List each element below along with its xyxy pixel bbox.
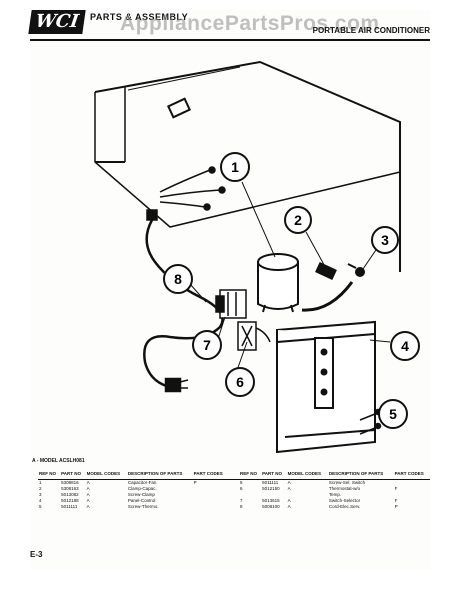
page-header: WCI PARTS & ASSEMBLY AppliancePartsPros.… — [28, 10, 430, 36]
header-ref-no: REF NO — [238, 471, 262, 480]
cell-part: 5012150 — [262, 486, 280, 491]
cell-ref: 3 — [39, 492, 42, 497]
svg-text:6: 6 — [236, 374, 244, 390]
parts-page: WCI PARTS & ASSEMBLY AppliancePartsPros.… — [28, 10, 430, 570]
cell-ref: 7 — [239, 498, 243, 503]
header-model-codes: MODEL CODES — [85, 471, 127, 480]
svg-text:1: 1 — [231, 159, 239, 175]
header-ref-no: REF NO — [38, 471, 61, 480]
cell-model: A — [287, 486, 291, 491]
callout-3: 3 — [371, 226, 399, 254]
header-rule — [30, 39, 430, 41]
cell-ref: 4 — [39, 498, 42, 503]
cell-desc: Temp. — [328, 492, 342, 497]
header-part-no: PART NO — [261, 471, 287, 480]
page-number: E-3 — [30, 550, 43, 559]
wci-logo: WCI — [28, 10, 86, 34]
svg-text:5: 5 — [389, 406, 397, 422]
table-header-row: REF NO PART NO MODEL CODES DESCRIPTION O… — [38, 471, 430, 480]
selector-switch — [215, 289, 247, 319]
cell-code: F — [394, 486, 398, 491]
section-title: PORTABLE AIR CONDITIONER — [312, 26, 430, 35]
cell-part: 5013615 — [262, 498, 280, 503]
cell-code: P — [394, 504, 398, 509]
cell-desc: Screw-Thermo. — [127, 504, 159, 509]
callout-5: 5 — [378, 399, 408, 429]
thermostat — [237, 321, 271, 351]
cell-model: A — [86, 492, 90, 497]
cell-desc: Clamp-Capac. — [127, 486, 157, 491]
cell-desc: Switch-Selector — [328, 498, 361, 503]
cell-desc: Capacitor-Fan — [127, 480, 157, 485]
table-row: 2 5308163 A Clamp-Capac. 6 5012150 A The… — [38, 486, 430, 492]
callout-leaders — [189, 181, 391, 415]
cabinet-housing — [94, 60, 401, 272]
callout-7: 7 — [192, 330, 222, 360]
cell-ref: 5 — [239, 480, 243, 485]
cell-model: A — [86, 480, 90, 485]
svg-text:8: 8 — [174, 271, 182, 287]
header-part-no: PART NO — [60, 471, 86, 480]
column-gap — [228, 471, 239, 480]
cell-code: P — [193, 480, 197, 485]
exploded-diagram: 1 2 3 4 5 6 7 8 — [94, 60, 420, 454]
table-row: 5 5011111 A Screw-Thermo. 8 5008100 A Co… — [38, 504, 430, 510]
cell-model: A — [86, 498, 90, 503]
model-line: A - MODEL ACSLH081 — [32, 458, 85, 464]
cell-model: A — [86, 486, 90, 491]
cell-code: F — [394, 498, 398, 503]
callout-2: 2 — [284, 206, 312, 234]
clamp-screw — [347, 263, 365, 277]
header-part-codes: PART CODES — [393, 471, 430, 480]
table-row: 4 5012188 A Panel-Control 7 5013615 A Sw… — [38, 498, 430, 504]
header-model-codes: MODEL CODES — [286, 471, 328, 480]
watermark-text: AppliancePartsPros.com — [120, 12, 380, 35]
cell-ref: 2 — [39, 486, 42, 491]
cell-ref: 1 — [39, 480, 42, 485]
table-row: 3 5013082 A Screw-Clamp Temp. — [38, 492, 430, 498]
callout-4: 4 — [390, 331, 420, 361]
header-subtitle: PARTS & ASSEMBLY — [90, 12, 189, 22]
cell-part: 5012188 — [61, 498, 79, 503]
cell-code — [193, 504, 229, 510]
cell-model: A — [287, 504, 291, 509]
table-row: 1 5308816 A Capacitor-Fan P 5 5011111 A … — [38, 480, 430, 487]
header-description: DESCRIPTION OF PARTS — [126, 471, 193, 480]
svg-text:3: 3 — [381, 232, 389, 248]
cell-ref: 6 — [239, 486, 243, 491]
svg-text:4: 4 — [401, 338, 409, 354]
header-description: DESCRIPTION OF PARTS — [327, 471, 394, 480]
control-panel — [276, 320, 376, 454]
cell-part: 5008100 — [262, 504, 280, 509]
cell-model: A — [287, 480, 291, 485]
cell-part: 5011111 — [262, 480, 279, 485]
svg-text:2: 2 — [294, 212, 302, 228]
column-gap — [229, 504, 239, 510]
power-cord — [143, 219, 224, 393]
cell-part: 5013082 — [61, 492, 79, 497]
capacitor-clamp — [301, 262, 354, 312]
callout-1: 1 — [220, 152, 250, 182]
cell-ref: 5 — [39, 504, 42, 509]
cell-model: A — [287, 498, 291, 503]
callout-8: 8 — [163, 264, 193, 294]
cell-ref: 8 — [239, 504, 243, 509]
cell-part: 5308163 — [61, 486, 79, 491]
header-part-codes: PART CODES — [192, 471, 229, 480]
callout-6: 6 — [225, 367, 255, 397]
cell-desc: Panel-Control — [127, 498, 156, 503]
cell-desc: Thermostat-w/o — [328, 486, 361, 491]
parts-table: REF NO PART NO MODEL CODES DESCRIPTION O… — [38, 471, 430, 510]
svg-text:7: 7 — [203, 337, 211, 353]
cell-part: 5308816 — [61, 480, 79, 485]
cell-desc: Cord-Elec.Serv. — [328, 504, 361, 509]
wire-harness — [146, 166, 226, 221]
cell-desc: Screw-Sel. Switch — [328, 480, 366, 485]
cell-desc: Screw-Clamp — [127, 492, 155, 497]
cell-part: 5011111 — [61, 504, 78, 509]
capacitor — [257, 253, 299, 313]
cell-model: A — [86, 504, 90, 509]
